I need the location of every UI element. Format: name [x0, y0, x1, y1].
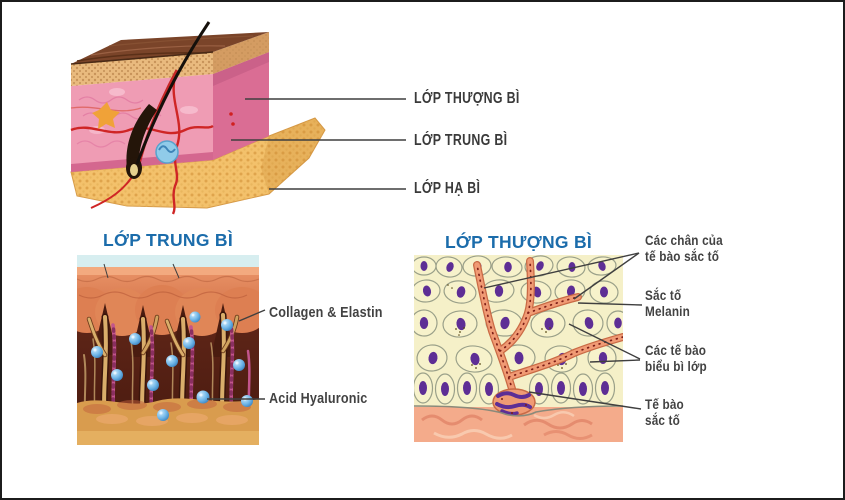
label-acid-hyaluronic: Acid Hyaluronic	[269, 390, 368, 407]
hyaluronic-acid-spheres	[91, 311, 253, 421]
label-epidermal-cells: Các tế bào biểu bì lớp	[645, 342, 707, 374]
dermis-closeup-illustration	[77, 255, 259, 445]
cell-stippling	[447, 284, 567, 369]
melanocyte-body	[492, 388, 536, 416]
dermis-floor	[77, 398, 259, 445]
epidermis-layer	[71, 32, 269, 86]
label-epidermis: LỚP THƯỢNG BÌ	[414, 90, 520, 107]
label-melanocyte: Tế bào sắc tố	[645, 396, 684, 428]
label-melanin-pigment: Sắc tố Melanin	[645, 287, 690, 319]
epidermis-closeup-illustration	[414, 255, 623, 442]
left-panel-title: LỚP TRUNG BÌ	[102, 230, 233, 250]
skin-cross-section-illustration	[70, 21, 326, 215]
right-panel-title: LỚP THƯỢNG BÌ	[444, 232, 593, 252]
label-collagen-elastin: Collagen & Elastin	[269, 304, 383, 321]
panel-top-strip	[77, 255, 259, 268]
label-melanocyte-dendrites: Các chân của tế bào sắc tố	[645, 232, 723, 264]
label-hypodermis: LỚP HẠ BÌ	[414, 180, 481, 197]
label-dermis: LỚP TRUNG BÌ	[414, 132, 508, 149]
hair-shaft	[135, 21, 211, 165]
sweat-gland	[155, 140, 179, 164]
sebaceous-gland	[92, 102, 120, 129]
